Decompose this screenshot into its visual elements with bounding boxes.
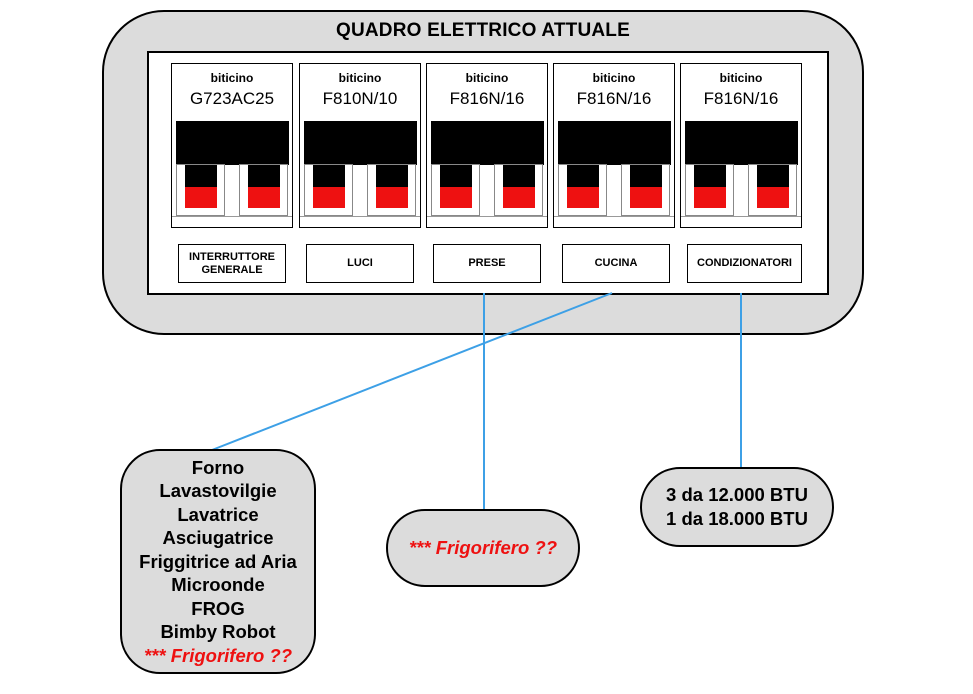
breaker-interruttore-generale: biticino G723AC25 xyxy=(171,63,293,228)
breaker-cucina: biticino F816N/16 xyxy=(553,63,675,228)
label-luci: LUCI xyxy=(306,244,414,283)
breaker-brand: biticino xyxy=(465,71,509,85)
toggle-indicator xyxy=(630,187,662,208)
breaker-pole xyxy=(367,164,416,216)
appliance-item: Bimby Robot xyxy=(160,621,276,643)
toggle-indicator xyxy=(757,187,789,208)
appliance-item: Lavastovilgie xyxy=(159,480,277,502)
breaker-brand: biticino xyxy=(338,71,382,85)
breaker-brand: biticino xyxy=(719,71,763,85)
toggle-stem xyxy=(185,165,217,187)
breaker-body xyxy=(176,121,289,165)
breaker-model: G723AC25 xyxy=(189,89,275,108)
breaker-model: F816N/16 xyxy=(703,89,779,108)
toggle-stem xyxy=(694,165,726,187)
breaker-body xyxy=(558,121,671,165)
ac-unit-line: 1 da 18.000 BTU xyxy=(666,508,808,529)
cucina-appliances-callout: Forno Lavastovilgie Lavatrice Asciugatri… xyxy=(120,449,316,674)
frigorifero-note: *** Frigorifero ?? xyxy=(408,537,557,558)
connector-cucina xyxy=(211,292,613,451)
breaker-brand: biticino xyxy=(592,71,636,85)
breaker-body xyxy=(431,121,544,165)
breaker-pole xyxy=(685,164,734,216)
label-condizionatori: CONDIZIONATORI xyxy=(687,244,802,283)
panel-title: QUADRO ELETTRICO ATTUALE xyxy=(335,20,630,41)
toggle-indicator xyxy=(248,187,280,208)
toggle-indicator xyxy=(694,187,726,208)
breaker-model: F816N/16 xyxy=(449,89,525,108)
breaker-pole xyxy=(558,164,607,216)
breaker-pole xyxy=(748,164,797,216)
ac-unit-line: 3 da 12.000 BTU xyxy=(666,484,808,505)
breaker-pole xyxy=(494,164,543,216)
frigorifero-note: *** Frigorifero ?? xyxy=(143,644,292,666)
breaker-body xyxy=(685,121,798,165)
breaker-divider xyxy=(554,216,674,217)
toggle-stem xyxy=(503,165,535,187)
toggle-stem xyxy=(757,165,789,187)
breaker-pole xyxy=(304,164,353,216)
breaker-body xyxy=(304,121,417,165)
toggle-indicator xyxy=(185,187,217,208)
breaker-pole xyxy=(176,164,225,216)
breaker-divider xyxy=(681,216,801,217)
label-prese: PRESE xyxy=(433,244,541,283)
breaker-condizionatori: biticino F816N/16 xyxy=(680,63,802,228)
label-cucina: CUCINA xyxy=(562,244,670,283)
breaker-divider xyxy=(427,216,547,217)
prese-callout: *** Frigorifero ?? xyxy=(386,509,580,587)
appliance-item: Forno xyxy=(191,456,245,478)
toggle-indicator xyxy=(376,187,408,208)
toggle-stem xyxy=(248,165,280,187)
breaker-divider xyxy=(172,216,292,217)
breaker-luci: biticino F810N/10 xyxy=(299,63,421,228)
toggle-stem xyxy=(630,165,662,187)
appliance-item: FROG xyxy=(191,597,245,619)
breaker-pole xyxy=(621,164,670,216)
appliance-item: Lavatrice xyxy=(177,503,259,525)
toggle-stem xyxy=(376,165,408,187)
appliance-item: Friggitrice ad Aria xyxy=(139,550,297,572)
toggle-indicator xyxy=(503,187,535,208)
breaker-pole xyxy=(431,164,480,216)
breaker-model: F810N/10 xyxy=(322,89,398,108)
toggle-indicator xyxy=(567,187,599,208)
breaker-divider xyxy=(300,216,420,217)
breaker-pole xyxy=(239,164,288,216)
breaker-prese: biticino F816N/16 xyxy=(426,63,548,228)
toggle-indicator xyxy=(440,187,472,208)
condizionatori-callout: 3 da 12.000 BTU 1 da 18.000 BTU xyxy=(640,467,834,547)
toggle-stem xyxy=(440,165,472,187)
toggle-stem xyxy=(313,165,345,187)
toggle-indicator xyxy=(313,187,345,208)
appliance-item: Asciugatrice xyxy=(162,527,274,549)
label-interruttore-generale: INTERRUTTORE GENERALE xyxy=(178,244,286,283)
breaker-brand: biticino xyxy=(210,71,254,85)
appliance-item: Microonde xyxy=(171,574,265,596)
toggle-stem xyxy=(567,165,599,187)
breaker-model: F816N/16 xyxy=(576,89,652,108)
